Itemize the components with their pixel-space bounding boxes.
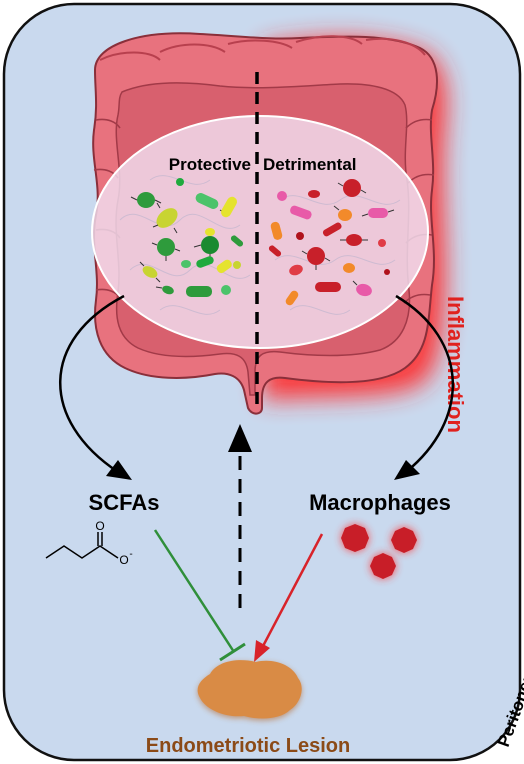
microbe-detrimental-7 bbox=[270, 221, 283, 240]
microbe-protective-7 bbox=[205, 228, 215, 236]
arrowhead-macrophages bbox=[394, 460, 420, 480]
microbe-protective-2 bbox=[176, 178, 184, 186]
inflammation-label: Inflammation bbox=[443, 296, 468, 433]
macrophage-1 bbox=[341, 524, 369, 552]
microbe-protective-12 bbox=[196, 256, 214, 268]
microbe-protective-5 bbox=[221, 196, 237, 218]
scfa-inhibition-line bbox=[153, 529, 236, 653]
microbe-detrimental-10 bbox=[340, 234, 368, 246]
scfa-inhibition-bar bbox=[219, 642, 246, 662]
detrimental-label: Detrimental bbox=[263, 155, 357, 174]
protective-microbes bbox=[130, 178, 244, 297]
microbe-detrimental-13 bbox=[301, 247, 331, 270]
microbe-protective-17 bbox=[233, 261, 241, 269]
microbe-detrimental-5 bbox=[333, 205, 352, 221]
macrophage-cells bbox=[341, 524, 417, 579]
microbe-protective-16 bbox=[221, 285, 231, 295]
microbe-protective-13 bbox=[216, 259, 232, 274]
microbe-protective-11 bbox=[181, 260, 191, 268]
detrimental-microbes bbox=[268, 179, 395, 306]
scfas-label: SCFAs bbox=[89, 490, 160, 515]
microbe-detrimental-19 bbox=[384, 269, 390, 275]
arrow-to-scfas bbox=[59, 294, 125, 474]
arrow-to-macrophages bbox=[395, 294, 454, 473]
macrophage-3 bbox=[370, 553, 396, 579]
microbe-detrimental-6 bbox=[361, 208, 395, 218]
carboxylate-oxygen: O bbox=[119, 553, 128, 567]
microbe-detrimental-9 bbox=[296, 232, 304, 240]
microbe-detrimental-16 bbox=[315, 282, 341, 292]
microbe-detrimental-1 bbox=[337, 179, 367, 197]
microbe-detrimental-4 bbox=[290, 205, 312, 220]
microbe-detrimental-8 bbox=[322, 222, 342, 237]
microbiome-ellipse bbox=[91, 115, 429, 349]
microbe-detrimental-2 bbox=[277, 191, 287, 201]
butyrate-structure bbox=[45, 532, 119, 559]
microbe-protective-15 bbox=[186, 286, 212, 297]
microbe-protective-10 bbox=[139, 261, 161, 283]
lesion-label: Endometriotic Lesion bbox=[146, 735, 350, 757]
microbe-detrimental-17 bbox=[352, 280, 372, 297]
microbe-protective-6 bbox=[151, 238, 181, 261]
arrowhead-scfas bbox=[106, 460, 132, 480]
macrophage-2 bbox=[391, 527, 417, 553]
microbe-protective-1 bbox=[130, 192, 162, 208]
carbonyl-oxygen: O bbox=[95, 519, 104, 533]
carboxylate-charge: - bbox=[129, 549, 132, 560]
microbe-detrimental-18 bbox=[285, 290, 299, 306]
endometriotic-lesion bbox=[197, 660, 302, 721]
microbe-detrimental-12 bbox=[268, 245, 282, 257]
microbe-detrimental-15 bbox=[343, 263, 355, 273]
macrophage-promotion-line bbox=[260, 533, 324, 649]
protective-label: Protective bbox=[169, 155, 251, 174]
microbe-protective-14 bbox=[155, 285, 174, 295]
mucosa-texture bbox=[119, 175, 401, 315]
microbe-detrimental-3 bbox=[308, 190, 320, 198]
microbe-detrimental-11 bbox=[378, 239, 386, 247]
microbe-protective-9 bbox=[230, 235, 244, 247]
microbe-detrimental-14 bbox=[289, 264, 303, 276]
feedback-arrowhead bbox=[228, 424, 252, 452]
microbe-protective-4 bbox=[152, 202, 178, 234]
macrophages-label: Macrophages bbox=[309, 490, 451, 515]
macrophage-promotion-arrowhead bbox=[254, 640, 270, 662]
